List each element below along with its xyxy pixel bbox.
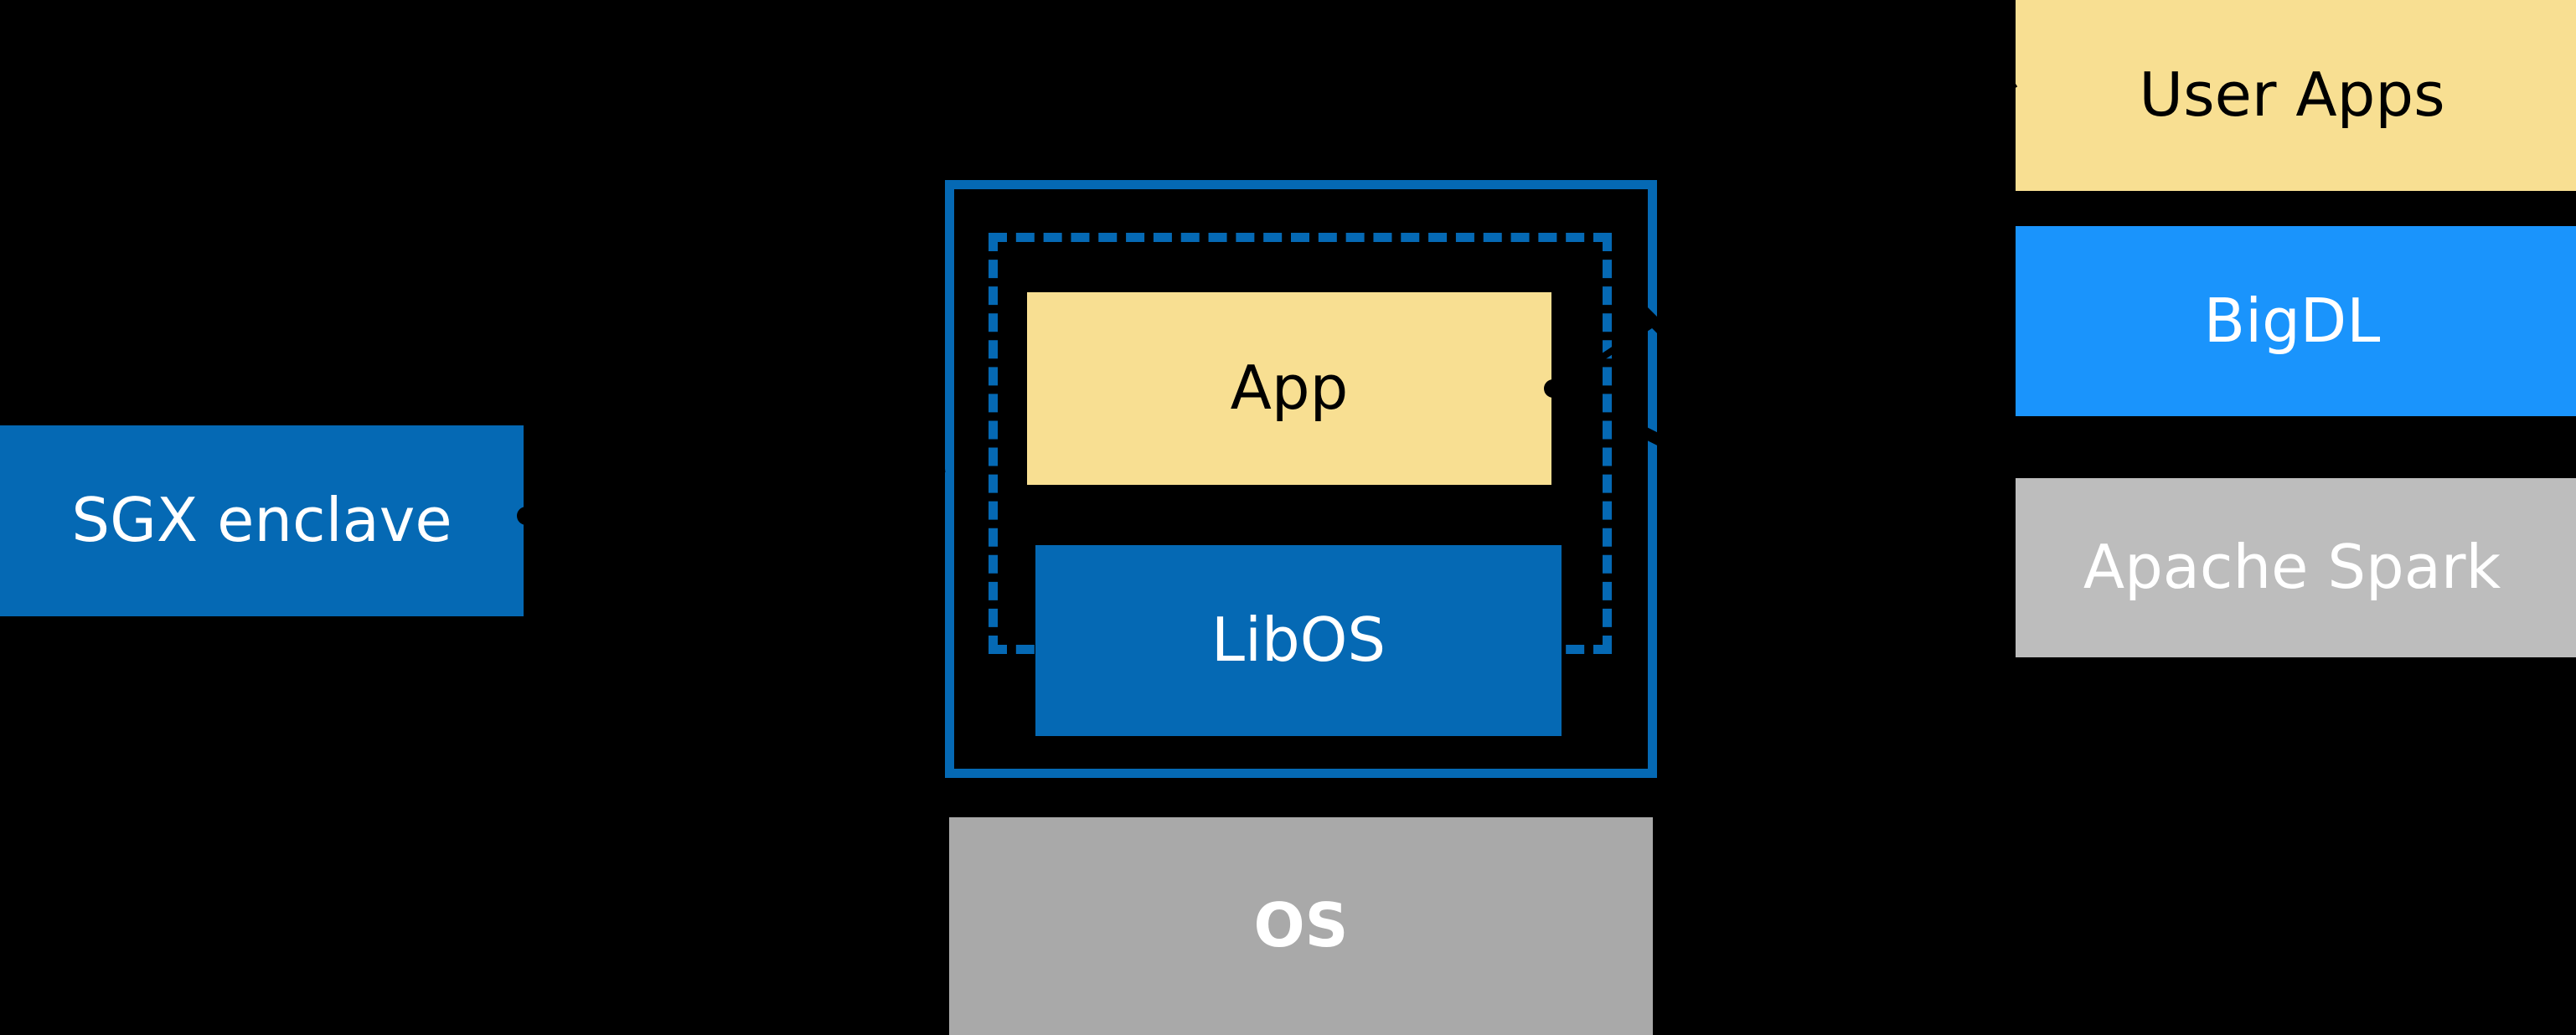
- user-apps-label: User Apps: [2139, 59, 2445, 131]
- user-apps-box[interactable]: User Apps: [2016, 0, 2576, 191]
- sgx-enclave-box[interactable]: SGX enclave: [0, 425, 524, 616]
- enclave-outer-frame: [945, 180, 1657, 778]
- libos-label: LibOS: [1211, 605, 1386, 676]
- connector-sgx-to-enclave: [527, 466, 946, 519]
- bigdl-box[interactable]: BigDL: [2016, 226, 2576, 416]
- libos-box[interactable]: LibOS: [1035, 545, 1562, 736]
- apache-spark-box[interactable]: Apache Spark: [2016, 478, 2576, 657]
- os-label: OS: [1253, 890, 1349, 961]
- app-box[interactable]: App: [1027, 292, 1551, 485]
- apache-spark-label: Apache Spark: [2083, 532, 2501, 603]
- app-label: App: [1230, 353, 1349, 424]
- sgx-enclave-label: SGX enclave: [71, 485, 452, 556]
- os-box[interactable]: OS: [949, 817, 1653, 1035]
- bigdl-label: BigDL: [2203, 285, 2381, 356]
